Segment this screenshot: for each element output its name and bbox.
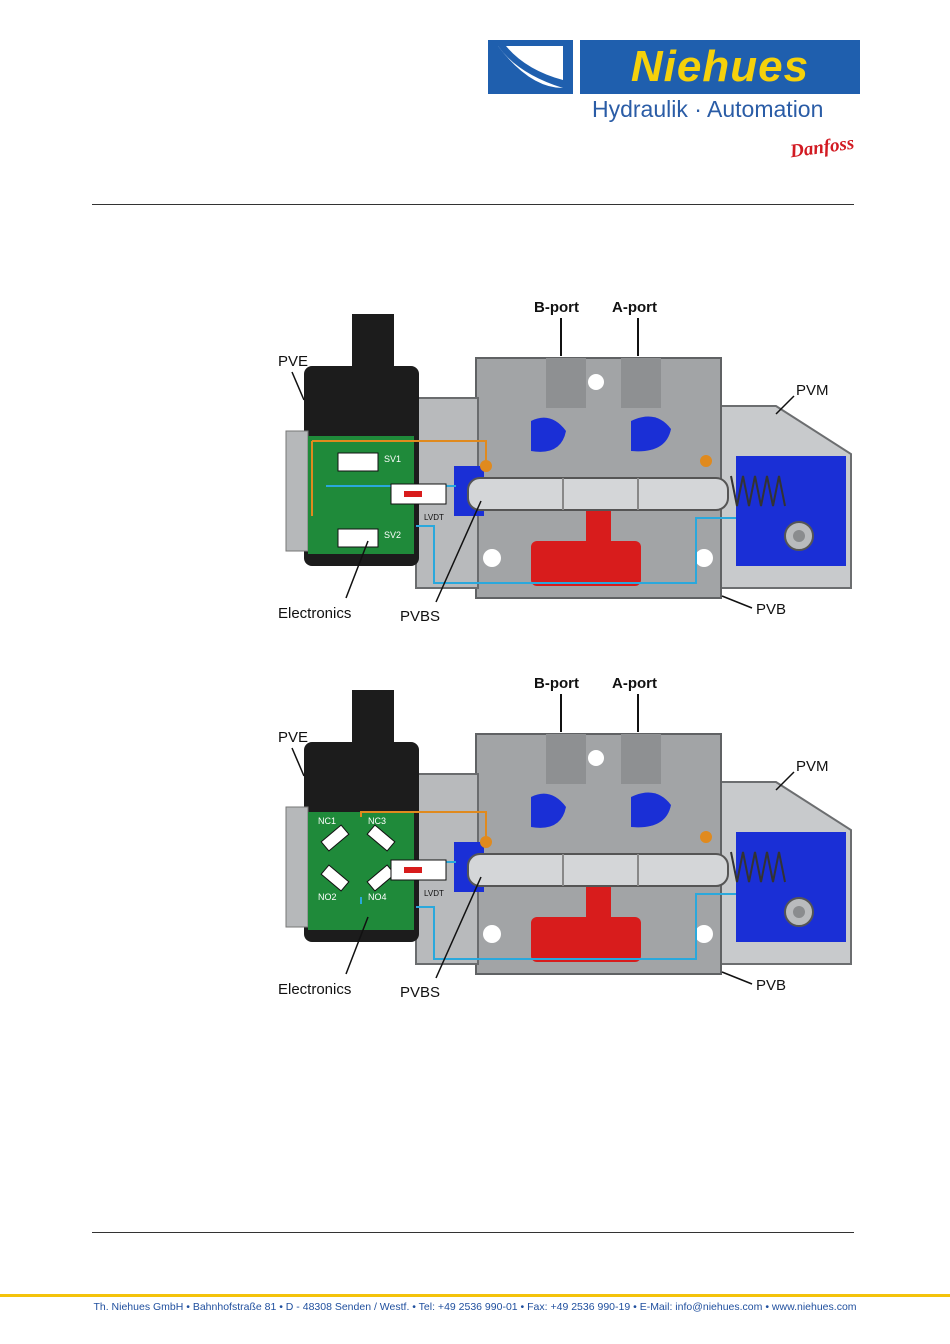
footer-accent-bar — [0, 1294, 950, 1297]
pvbs-label: PVBS — [400, 608, 440, 625]
valve-diagram-2: NC1 NC3 NO2 NO4 LVDT B-port A-port PVE P… — [276, 672, 860, 1002]
pve-label: PVE — [278, 729, 308, 746]
valve-label: NO4 — [368, 892, 387, 902]
lvdt-label: LVDT — [424, 889, 444, 898]
electronics-label: Electronics — [278, 981, 351, 998]
valve-label: NC3 — [368, 816, 386, 826]
tagline: Hydraulik · Automation — [592, 96, 824, 122]
valve-label: NO2 — [318, 892, 337, 902]
pvbs-label: PVBS — [400, 984, 440, 1001]
electronics-label: Electronics — [278, 605, 351, 622]
lvdt-label: LVDT — [424, 513, 444, 522]
footer-contact: Th. Niehues GmbH • Bahnhofstraße 81 • D … — [93, 1301, 857, 1313]
brand-name: Niehues — [630, 42, 810, 91]
valve-label: SV1 — [384, 454, 401, 464]
company-logo: Niehues Hydraulik · Automation Danfoss — [488, 40, 860, 164]
a-port-label: A-port — [612, 299, 657, 316]
header-divider — [92, 204, 854, 205]
valve-diagram-1: SV1 SV2 LVDT B-port A-port PVE PVM PVB E… — [276, 296, 860, 626]
a-port-label: A-port — [612, 675, 657, 692]
partner-logo: Danfoss — [788, 132, 856, 163]
pvm-label: PVM — [796, 382, 829, 399]
pve-label: PVE — [278, 353, 308, 370]
valve-label: NC1 — [318, 816, 336, 826]
footer-divider — [92, 1232, 854, 1233]
logo-wordmark-box: Niehues — [580, 40, 860, 94]
b-port-label: B-port — [534, 675, 579, 692]
logo-emblem — [488, 40, 573, 94]
valve-label: SV2 — [384, 530, 401, 540]
b-port-label: B-port — [534, 299, 579, 316]
pvb-label: PVB — [756, 601, 786, 618]
pvb-label: PVB — [756, 977, 786, 994]
pvm-label: PVM — [796, 758, 829, 775]
